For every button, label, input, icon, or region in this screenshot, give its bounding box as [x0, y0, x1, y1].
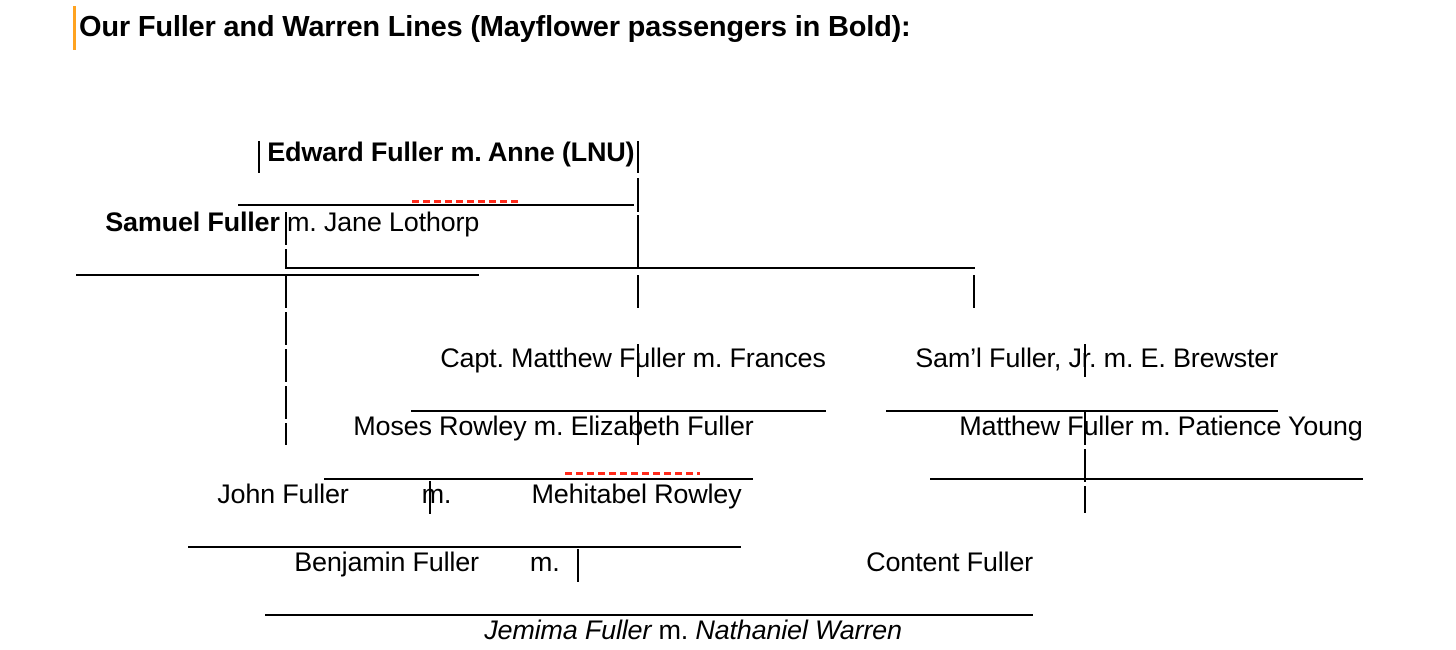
connector-john-to-benjamin — [429, 481, 431, 514]
connector-matthew-to-content-c — [1084, 486, 1086, 513]
connector-bar-to-john-line-e — [285, 423, 287, 445]
node-samuel-fuller[interactable]: Samuel Fuller m. Jane Lothorp — [76, 171, 479, 276]
connector-bar-to-john-line-b — [285, 312, 287, 345]
connector-bar-to-capt-matthew — [637, 275, 639, 308]
node-matthew-fuller[interactable]: Matthew Fuller m. Patience Young — [930, 375, 1363, 480]
node-jemima-fuller-nathaniel-warren[interactable]: Jemima Fuller m. Nathaniel Warren — [455, 579, 902, 650]
connector-samuel-jr-to-matthew — [1084, 344, 1086, 377]
node-benjamin-fuller-content-fuller[interactable]: Benjamin Fuller m. Content Fuller — [265, 511, 1033, 616]
node-edward-fuller[interactable]: Edward Fuller m. Anne (LNU) — [238, 101, 635, 206]
connector-edward-right-stem-c — [637, 215, 639, 268]
sibling-bar-gen3 — [285, 267, 975, 269]
connector-bar-to-samuel-jr — [973, 275, 975, 308]
node-capt-matthew-fuller[interactable]: Capt. Matthew Fuller m. Frances — [411, 307, 826, 412]
page-title: Our Fuller and Warren Lines (Mayflower p… — [79, 11, 911, 43]
title-cursor-bar — [73, 6, 76, 50]
node-jemima-marriage-token: m. — [651, 615, 696, 645]
node-matthew-fuller-label: Matthew Fuller m. Patience Young — [959, 411, 1363, 441]
node-edward-fuller-label: Edward Fuller m. Anne (LNU) — [267, 137, 635, 167]
node-samuel-fuller-spouse: m. Jane Lothorp — [279, 207, 480, 237]
connector-bar-to-john-line-a — [285, 275, 287, 308]
node-nathaniel-warren-name: Nathaniel Warren — [695, 615, 902, 645]
node-moses-rowley-label: Moses Rowley m. Elizabeth Fuller — [353, 411, 754, 441]
node-samuel-fuller-name: Samuel Fuller — [105, 207, 280, 237]
node-samuel-fuller-jr[interactable]: Sam’l Fuller, Jr. m. E. Brewster — [886, 307, 1278, 412]
connector-edward-to-samuel — [258, 141, 260, 173]
connector-matthew-to-content-a — [1084, 412, 1086, 445]
node-john-fuller-mehitabel-rowley[interactable]: John Fuller m. Mehitabel Rowley — [188, 443, 742, 548]
node-samuel-fuller-jr-label: Sam’l Fuller, Jr. m. E. Brewster — [915, 343, 1278, 373]
connector-benjamin-to-jemima — [577, 549, 579, 582]
node-capt-matthew-fuller-label: Capt. Matthew Fuller m. Frances — [440, 343, 826, 373]
spellcheck-squiggle-lothorp — [412, 200, 518, 203]
spellcheck-squiggle-mehitabel — [565, 472, 700, 475]
connector-matthew-to-content-b — [1084, 449, 1086, 482]
connector-moses-to-mehitabel — [637, 412, 639, 445]
connector-edward-right-stem-a — [637, 141, 639, 173]
node-john-fuller-mehitabel-label: John Fuller m. Mehitabel Rowley — [217, 479, 742, 509]
node-jemima-fuller-name: Jemima Fuller — [484, 615, 652, 645]
node-benjamin-fuller-content-label: Benjamin Fuller m. Content Fuller — [294, 547, 1033, 577]
connector-edward-right-stem-b — [637, 178, 639, 212]
connector-bar-to-john-line-c — [285, 349, 287, 382]
connector-samuel-stem-b — [285, 249, 287, 268]
node-moses-rowley[interactable]: Moses Rowley m. Elizabeth Fuller — [324, 375, 754, 480]
connector-samuel-stem-a — [285, 212, 287, 245]
connector-bar-to-john-line-d — [285, 386, 287, 419]
connector-capt-matthew-to-moses — [637, 344, 639, 377]
